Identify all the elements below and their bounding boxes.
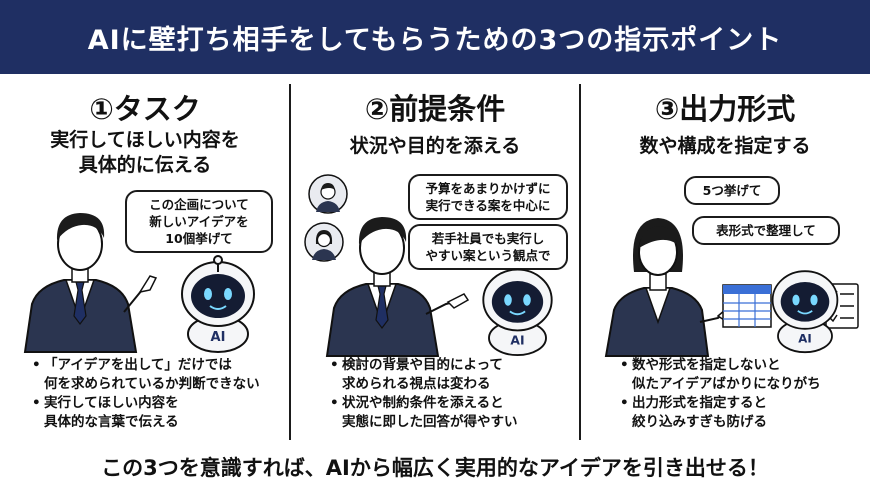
avatar-woman-icon <box>304 222 344 262</box>
bubble-line: 表形式で整理して <box>716 223 816 238</box>
list-item: 検討の背景や目的によって 求められる視点は変わる <box>330 356 580 394</box>
page-title: AIに壁打ち相手をしてもらうための3つの指示ポイント <box>87 24 783 56</box>
bubble-line: この企画について <box>149 197 249 212</box>
columns-container: ①タスク 実行してほしい内容を 具体的に伝える この企画について 新しいアイデア… <box>0 74 870 450</box>
bullet-list: 数や形式を指定しないと 似たアイデアばかりになりがち 出力形式を指定すると 絞り… <box>620 356 870 432</box>
speech-bubble: 若手社員でも実行し やすい案という観点で <box>408 224 568 270</box>
bubble-line: 予算をあまりかけずに <box>425 181 551 196</box>
subtitle-line: 数や構成を指定する <box>639 135 811 157</box>
bullet-line: 実態に即した回答が得やすい <box>342 414 518 430</box>
robot-label: AI <box>510 334 524 348</box>
subtitle-line: 具体的に伝える <box>78 154 212 176</box>
bullet-line: 実行してほしい内容を <box>44 395 179 411</box>
speech-bubble: この企画について 新しいアイデアを 10個挙げて <box>125 190 273 253</box>
speech-bubble: 表形式で整理して <box>692 216 840 245</box>
bullet-list: 検討の背景や目的によって 求められる視点は変わる 状況や制約条件を添えると 実態… <box>330 356 580 432</box>
bullet-line: 検討の背景や目的によって <box>342 357 503 373</box>
column-divider <box>289 84 291 440</box>
bullet-line: 似たアイデアばかりになりがち <box>632 376 821 392</box>
list-item: 「アイデアを出して」だけでは 何を求められているか判断できない <box>32 356 282 394</box>
bubble-line: やすい案という観点で <box>425 248 551 263</box>
ai-robot-illustration: AI <box>181 255 255 353</box>
subtitle-line: 実行してほしい内容を <box>50 129 240 151</box>
bubble-line: 若手社員でも実行し <box>431 231 545 246</box>
list-item: 出力形式を指定すると 絞り込みすぎも防げる <box>620 394 870 432</box>
speech-bubble: 予算をあまりかけずに 実行できる案を中心に <box>408 174 568 220</box>
column-title: ③出力形式 <box>654 92 796 126</box>
column-subtitle: 状況や目的を添える <box>290 134 580 159</box>
list-item: 実行してほしい内容を 具体的な言葉で伝える <box>32 394 282 432</box>
bubble-line: 実行できる案を中心に <box>425 198 551 213</box>
bullet-line: 絞り込みすぎも防げる <box>632 414 767 430</box>
spreadsheet-icon <box>722 284 772 328</box>
bullet-list: 「アイデアを出して」だけでは 何を求められているか判断できない 実行してほしい内… <box>32 356 282 432</box>
ai-robot-illustration: AI <box>771 270 839 354</box>
bullet-line: 求められる視点は変わる <box>342 376 491 392</box>
list-item: 数や形式を指定しないと 似たアイデアばかりになりがち <box>620 356 870 394</box>
column-subtitle: 数や構成を指定する <box>580 134 870 159</box>
businessman-illustration <box>325 217 470 357</box>
footer-summary: この3つを意識すれば、AIから幅広く実用的なアイデアを引き出せる！ <box>0 452 870 482</box>
robot-label: AI <box>798 331 811 345</box>
subtitle-line: 状況や目的を添える <box>349 135 521 157</box>
column-subtitle: 実行してほしい内容を 具体的に伝える <box>0 128 290 178</box>
column-context: ②前提条件 状況や目的を添える 予算 <box>290 74 580 450</box>
speech-bubble: 5つ挙げて <box>684 176 780 205</box>
column-divider <box>579 84 581 440</box>
businessman-illustration <box>23 213 158 353</box>
bubble-line: 新しいアイデアを <box>149 214 249 229</box>
businesswoman-illustration <box>604 218 737 357</box>
robot-label: AI <box>211 330 226 345</box>
bullet-line: 何を求められているか判断できない <box>44 376 260 392</box>
column-task: ①タスク 実行してほしい内容を 具体的に伝える この企画について 新しいアイデア… <box>0 74 290 450</box>
bullet-line: 具体的な言葉で伝える <box>44 414 179 430</box>
page-header: AIに壁打ち相手をしてもらうための3つの指示ポイント <box>0 0 870 74</box>
bullet-line: 「アイデアを出して」だけでは <box>44 357 232 373</box>
bullet-line: 数や形式を指定しないと <box>632 357 781 373</box>
avatar-man-icon <box>308 174 348 214</box>
ai-robot-illustration: AI <box>482 268 553 357</box>
list-item: 状況や制約条件を添えると 実態に即した回答が得やすい <box>330 394 580 432</box>
column-title: ①タスク <box>89 92 201 126</box>
bullet-line: 出力形式を指定すると <box>632 395 767 411</box>
bullet-line: 状況や制約条件を添えると <box>342 395 504 411</box>
footer-text: この3つを意識すれば、AIから幅広く実用的なアイデアを引き出せる！ <box>101 456 769 480</box>
column-format: ③出力形式 数や構成を指定する 5つ挙げて 表形式で整理して <box>580 74 870 450</box>
bubble-line: 10個挙げて <box>165 231 233 246</box>
column-title: ②前提条件 <box>364 92 506 126</box>
bubble-line: 5つ挙げて <box>702 183 762 198</box>
